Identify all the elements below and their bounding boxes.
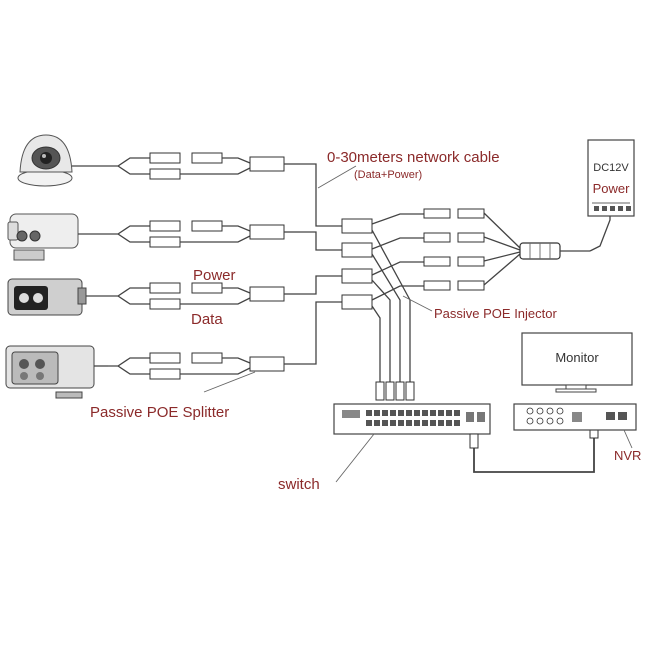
- bullet-camera-icon: [7, 278, 87, 316]
- bullet-camera-icon: [7, 213, 79, 261]
- splitter-label: Passive POE Splitter: [90, 404, 229, 421]
- switch-label: switch: [278, 476, 320, 493]
- monitor-icon: Monitor: [521, 332, 633, 393]
- cable-title-label: 0-30meters network cable: [327, 149, 500, 166]
- switch-rj45-plugs: [375, 381, 415, 401]
- dome-camera-icon: [17, 134, 73, 187]
- poe-splitter-4: [108, 352, 300, 380]
- injector-leader-line: [402, 295, 433, 312]
- switch-to-nvr-cable: [473, 434, 595, 473]
- poe-splitter-1: [100, 152, 300, 180]
- nvr-recorder: [513, 403, 637, 431]
- dc-voltage-label: DC12V: [593, 162, 629, 174]
- dc-power-supply: DC12V Power: [587, 139, 635, 217]
- poe-splitter-2: [100, 220, 300, 248]
- poe-injector-block: [341, 208, 611, 382]
- network-switch: [333, 403, 491, 435]
- cable-subtitle-label: (Data+Power): [354, 169, 422, 181]
- power-label: Power: [193, 267, 236, 284]
- ir-bullet-camera-icon: [5, 345, 95, 399]
- switch-leader-line: [335, 433, 375, 483]
- injector-label: Passive POE Injector: [434, 306, 557, 321]
- poe-splitter-3: [104, 282, 300, 310]
- splitter-leader-line: [203, 371, 256, 393]
- nvr-leader-line: [623, 429, 633, 449]
- dc-power-label: Power: [593, 181, 631, 196]
- cable-leader-line: [317, 165, 357, 189]
- nvr-label: NVR: [614, 448, 641, 463]
- monitor-label: Monitor: [555, 350, 599, 365]
- network-cables: [300, 163, 342, 365]
- data-label: Data: [191, 311, 223, 328]
